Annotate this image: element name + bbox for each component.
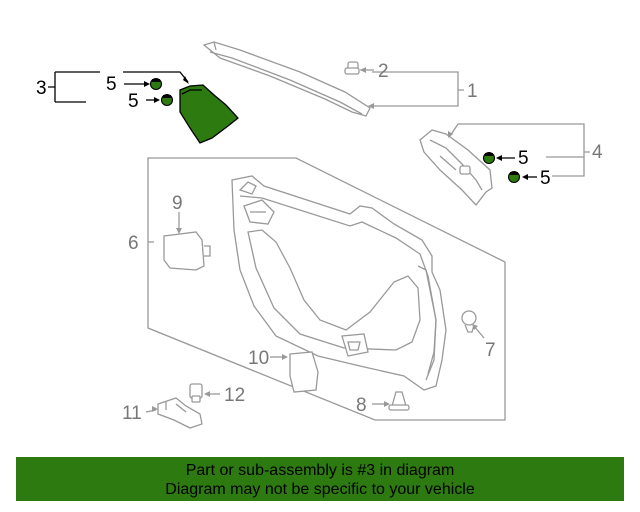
part-5-fastener-b	[160, 93, 174, 107]
callout-11: 11	[122, 403, 142, 424]
callout-5-a: 5	[106, 74, 117, 95]
callout-7: 7	[485, 340, 496, 361]
footer-line-2: Diagram may not be specific to your vehi…	[165, 481, 475, 498]
part-1-garnish-rail	[202, 41, 371, 117]
callout-5-b: 5	[128, 91, 139, 112]
part-3-trim-highlighted	[179, 84, 239, 144]
callout-9: 9	[172, 193, 183, 214]
callout-5-d: 5	[540, 168, 551, 189]
callout-2: 2	[378, 61, 389, 82]
part-2-clip	[344, 61, 360, 75]
callout-6: 6	[128, 233, 139, 254]
callout-8: 8	[356, 395, 367, 416]
part-12-clip	[189, 383, 203, 403]
parts-diagram: 3 5 5 2 1 4 5 5 6 9 7 10 8 12 11	[36, 41, 603, 429]
callout-10: 10	[248, 348, 269, 369]
part-10-cover	[289, 351, 319, 393]
callout-3: 3	[36, 78, 47, 99]
part-4-side-bracket	[419, 129, 493, 207]
part-5-fastener-c	[482, 151, 496, 165]
part-11-bracket	[157, 397, 203, 429]
part-6-outline-box	[147, 157, 506, 421]
part-6-door-trim-panel	[231, 175, 447, 391]
callout-5-c: 5	[518, 148, 529, 169]
callout-4: 4	[592, 142, 603, 163]
part-5-fastener-a	[149, 77, 163, 91]
callout-1: 1	[467, 81, 478, 102]
part-5-fastener-d	[507, 170, 521, 184]
footer-line-1: Part or sub-assembly is #3 in diagram	[185, 462, 455, 479]
footer-banner: Part or sub-assembly is #3 in diagram Di…	[16, 457, 624, 501]
part-8-clip	[388, 391, 410, 411]
arrowheads	[144, 67, 528, 412]
part-9-cover	[163, 231, 211, 271]
callout-12: 12	[224, 385, 245, 406]
part-7-clip	[461, 310, 477, 333]
